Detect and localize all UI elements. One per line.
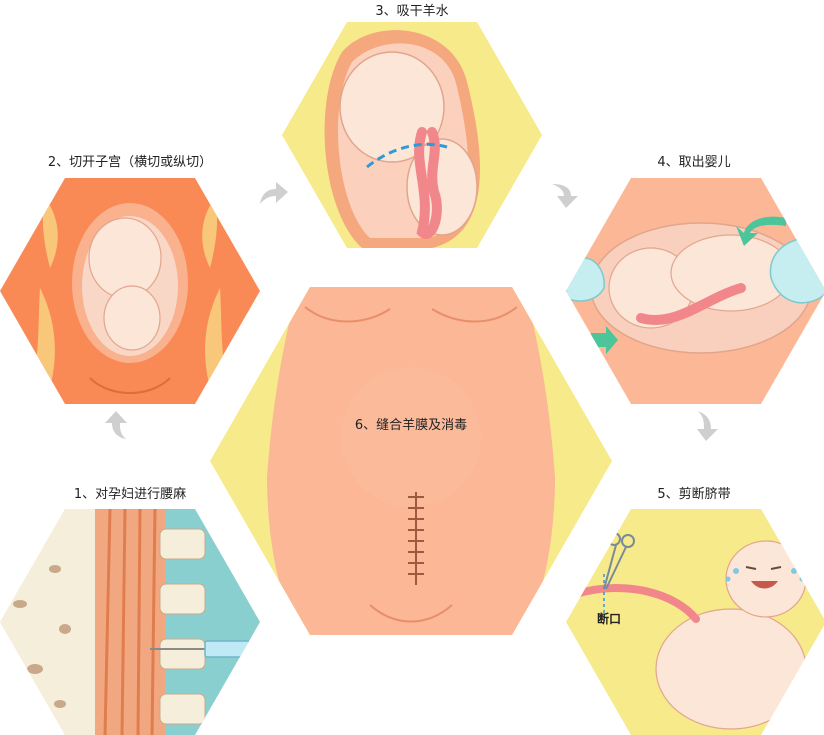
step-5-hexagon [566, 509, 824, 735]
syringe [150, 640, 251, 658]
step-3-label: 3、吸干羊水 [375, 4, 449, 19]
green-arrow-top [736, 216, 786, 246]
umbilical-cord [572, 584, 700, 623]
step-2-hexagon [0, 178, 260, 404]
step-6-hexagon [210, 287, 612, 635]
vertebrae [159, 528, 206, 725]
step-6-label: 6、缝合羊膜及消毒 [354, 418, 468, 433]
step-2-label: 2、切开子宫（横切或纵切） [47, 155, 213, 170]
step-4-label: 4、取出婴儿 [657, 155, 731, 170]
suture-line [408, 492, 424, 585]
step-3-hexagon [282, 22, 542, 248]
step-1-label: 1、对孕妇进行腰麻 [73, 487, 187, 502]
arrow-4-to-5 [697, 411, 718, 441]
fetus-head [88, 217, 162, 299]
step-4-hexagon [566, 178, 824, 404]
arrow-3-to-4 [552, 184, 578, 208]
step-1-hexagon [0, 509, 260, 735]
arrow-2-to-3 [260, 182, 288, 204]
umbilical-cord [636, 283, 746, 325]
arrow-1-to-2 [105, 411, 127, 439]
cut-label: 断口 [596, 612, 622, 626]
baby-face [725, 540, 807, 618]
baby-body [655, 608, 807, 730]
suction-line [366, 142, 448, 169]
step-5-label: 5、剪断脐带 [657, 487, 731, 502]
umbilical-cord [414, 127, 442, 239]
